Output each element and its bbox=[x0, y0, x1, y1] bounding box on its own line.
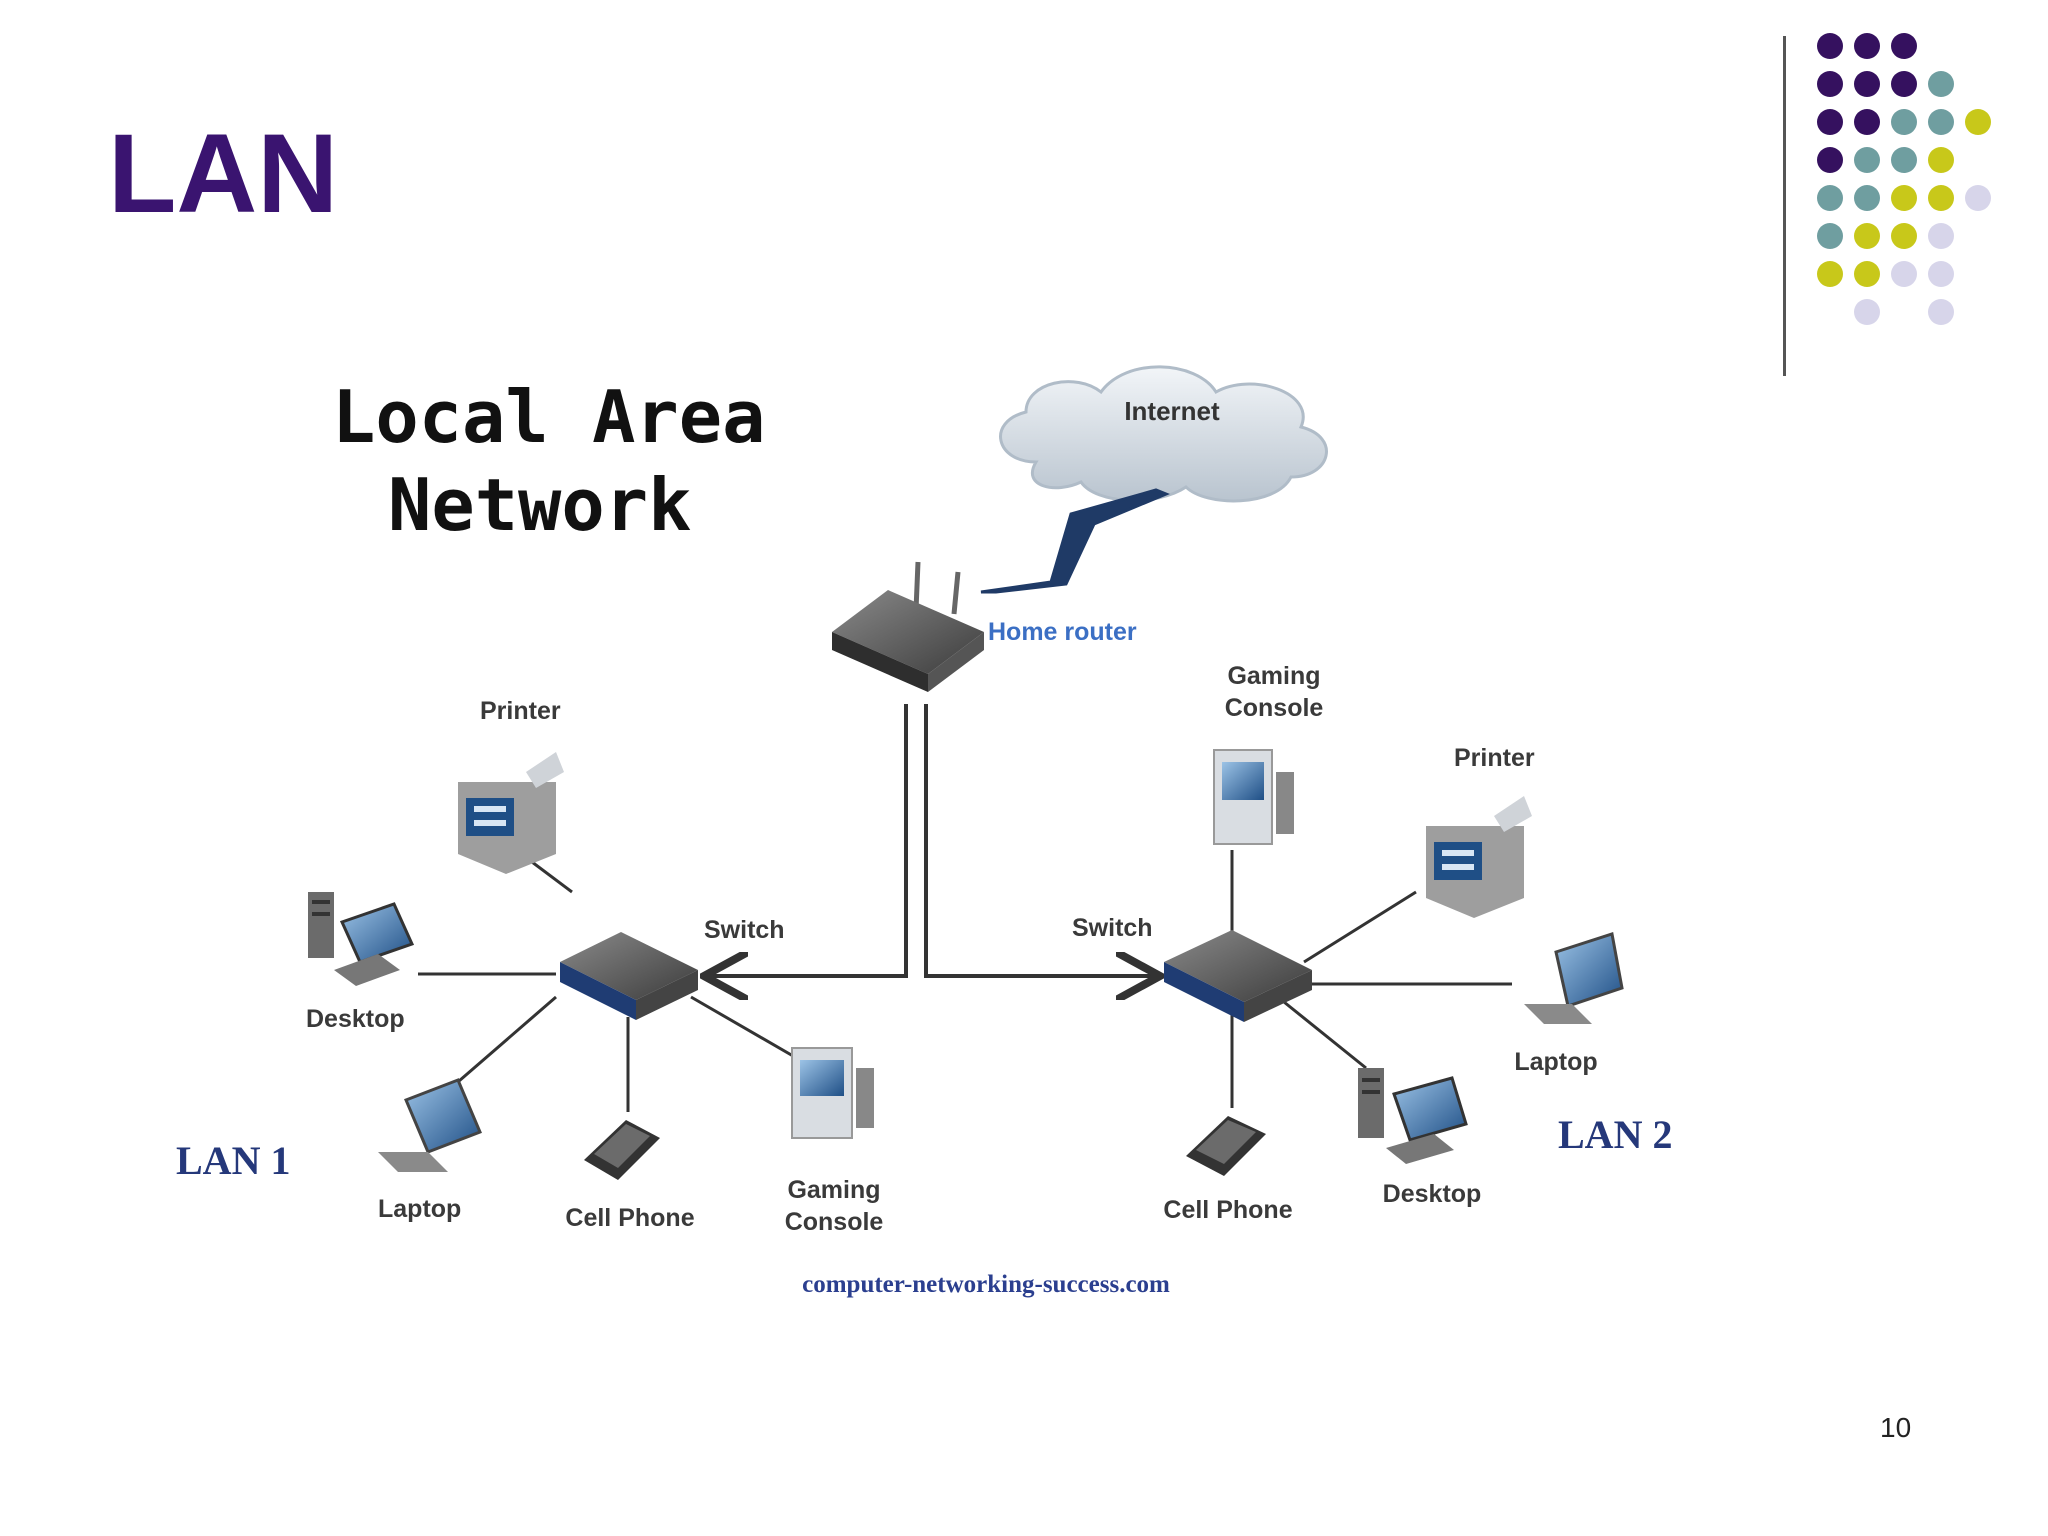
decorative-dot bbox=[1817, 223, 1843, 249]
decorative-dot bbox=[1891, 147, 1917, 173]
diagram-title-line1: Local Area bbox=[332, 375, 765, 459]
lan1-name-label: LAN 1 bbox=[176, 1138, 290, 1183]
source-label: computer-networking-success.com bbox=[802, 1271, 1170, 1298]
internet-label: Internet bbox=[1124, 396, 1220, 426]
lan1-cell-phone-icon bbox=[584, 1120, 660, 1180]
vertical-divider bbox=[1783, 36, 1786, 376]
lan2-laptop-label: Laptop bbox=[1514, 1048, 1597, 1076]
lan2-console-label-line2: Console bbox=[1225, 694, 1324, 722]
lan2-printer-icon bbox=[1426, 796, 1532, 918]
lan1-console-label-line2: Console bbox=[785, 1208, 884, 1236]
decorative-dot bbox=[1928, 71, 1954, 97]
decorative-dot bbox=[1928, 261, 1954, 287]
lan2-switch-label: Switch bbox=[1072, 914, 1153, 942]
lan1-laptop-icon bbox=[378, 1078, 482, 1172]
decorative-dot bbox=[1928, 109, 1954, 135]
decorative-dot bbox=[1891, 33, 1917, 59]
lan2-desktop-label: Desktop bbox=[1383, 1180, 1482, 1208]
diagram-title-line2: Network bbox=[388, 463, 691, 547]
lan1-printer-label: Printer bbox=[480, 697, 561, 725]
decorative-dot bbox=[1854, 71, 1880, 97]
lan2-console-label-line1: Gaming bbox=[1227, 662, 1320, 690]
decorative-dot bbox=[1817, 71, 1843, 97]
page-number: 10 bbox=[1880, 1412, 1912, 1443]
decorative-dot bbox=[1854, 109, 1880, 135]
decorative-dot bbox=[1817, 261, 1843, 287]
lan1-gaming-console-icon bbox=[791, 1047, 874, 1139]
home-router-icon bbox=[832, 561, 984, 692]
decorative-dot bbox=[1854, 33, 1880, 59]
decorative-dot bbox=[1854, 299, 1880, 325]
lan1-desktop-label: Desktop bbox=[306, 1005, 405, 1033]
decorative-dot bbox=[1817, 147, 1843, 173]
decorative-dot bbox=[1928, 185, 1954, 211]
lan2-cell-phone-label: Cell Phone bbox=[1163, 1196, 1292, 1224]
decorative-dot bbox=[1891, 185, 1917, 211]
decorative-dot bbox=[1928, 299, 1954, 325]
lan1-switch-icon bbox=[560, 932, 698, 1020]
lan2-desktop-icon bbox=[1358, 1068, 1468, 1164]
uplink-cables bbox=[708, 704, 1156, 976]
lan2-gaming-console-icon bbox=[1213, 749, 1294, 845]
decorative-dot-grid bbox=[1817, 33, 1991, 325]
lan2-laptop-icon bbox=[1524, 932, 1624, 1024]
decorative-dot bbox=[1891, 109, 1917, 135]
decorative-dot bbox=[1854, 261, 1880, 287]
decorative-dot bbox=[1928, 223, 1954, 249]
slide-title: LAN bbox=[108, 111, 339, 236]
decorative-dot bbox=[1965, 185, 1991, 211]
decorative-dot bbox=[1891, 71, 1917, 97]
lan1-laptop-label: Laptop bbox=[378, 1195, 461, 1223]
decorative-dot bbox=[1928, 147, 1954, 173]
internet-cloud-icon bbox=[999, 365, 1328, 503]
decorative-dot bbox=[1965, 109, 1991, 135]
decorative-dot bbox=[1854, 147, 1880, 173]
lan2-printer-label: Printer bbox=[1454, 744, 1535, 772]
decorative-dot bbox=[1817, 109, 1843, 135]
decorative-dot bbox=[1891, 261, 1917, 287]
lan-diagram: Local Area Network Internet Home router … bbox=[176, 365, 1672, 1298]
lan2-name-label: LAN 2 bbox=[1558, 1112, 1672, 1157]
lan2-cell-phone-icon bbox=[1186, 1116, 1266, 1176]
lan1-desktop-icon bbox=[308, 892, 415, 986]
decorative-dot bbox=[1854, 223, 1880, 249]
lan1-printer-icon bbox=[458, 752, 564, 874]
decorative-dot bbox=[1854, 185, 1880, 211]
lan2-connections bbox=[1230, 850, 1512, 1108]
wireless-link-icon bbox=[980, 488, 1170, 594]
decorative-dot bbox=[1817, 33, 1843, 59]
lan1-console-label-line1: Gaming bbox=[787, 1176, 880, 1204]
decorative-dot bbox=[1891, 223, 1917, 249]
lan2-switch-icon bbox=[1164, 930, 1312, 1022]
decorative-dot bbox=[1817, 185, 1843, 211]
lan1-switch-label: Switch bbox=[704, 916, 785, 944]
router-label: Home router bbox=[988, 618, 1137, 646]
lan1-cell-phone-label: Cell Phone bbox=[565, 1204, 694, 1232]
